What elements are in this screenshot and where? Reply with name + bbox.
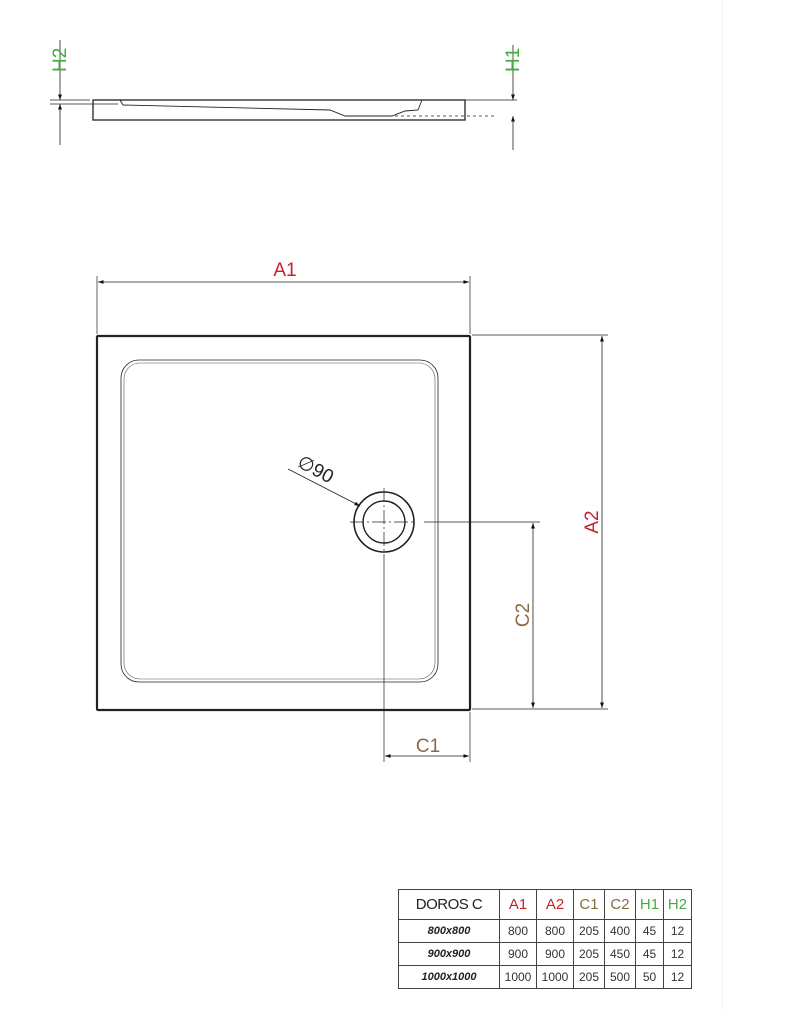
cell-a2: 1000	[536, 965, 574, 989]
header-h2: H2	[663, 889, 692, 920]
label-a2: A2	[582, 510, 603, 533]
cell-c2: 450	[604, 942, 636, 966]
cell-c2: 500	[604, 965, 636, 989]
cell-h2: 12	[663, 919, 692, 943]
label-c1: C1	[416, 736, 440, 757]
tray-slope	[119, 99, 423, 117]
tray-profile	[92, 99, 466, 121]
tray-outline	[95, 334, 472, 712]
header-c1: C1	[573, 889, 605, 920]
header-h1: H1	[635, 889, 664, 920]
table-row: 1000x1000 1000 1000 205 500 50 12	[398, 965, 692, 989]
table-header-row: DOROS C A1 A2 C1 C2 H1 H2	[398, 889, 692, 920]
cell-a1: 800	[499, 919, 537, 943]
cell-c1: 205	[573, 919, 605, 943]
side-view	[50, 40, 517, 150]
page-edge-line	[722, 0, 723, 1010]
tray-basin-inner	[123, 362, 436, 680]
cell-h1: 45	[635, 942, 664, 966]
header-a2: A2	[536, 889, 574, 920]
cell-a2: 900	[536, 942, 574, 966]
label-c2: C2	[513, 603, 534, 627]
header-c2: C2	[604, 889, 636, 920]
cell-h1: 50	[635, 965, 664, 989]
cell-c2: 400	[604, 919, 636, 943]
row-size: 900x900	[398, 942, 500, 966]
row-size: 1000x1000	[398, 965, 500, 989]
drain-leader	[287, 468, 361, 507]
table-title: DOROS C	[398, 889, 500, 920]
cell-h2: 12	[663, 942, 692, 966]
top-view	[95, 276, 608, 762]
table-row: 900x900 900 900 205 450 45 12	[398, 942, 692, 966]
row-size: 800x800	[398, 919, 500, 943]
header-a1: A1	[499, 889, 537, 920]
table-row: 800x800 800 800 205 400 45 12	[398, 919, 692, 943]
cell-c1: 205	[573, 942, 605, 966]
label-h2: H2	[50, 48, 71, 72]
cell-a1: 900	[499, 942, 537, 966]
label-a1: A1	[273, 260, 296, 281]
label-h1: H1	[503, 48, 524, 72]
cell-c1: 205	[573, 965, 605, 989]
tray-basin-outer	[120, 359, 439, 683]
cell-h2: 12	[663, 965, 692, 989]
cell-a1: 1000	[499, 965, 537, 989]
spec-table: DOROS C A1 A2 C1 C2 H1 H2 800x800 800 80…	[398, 889, 692, 989]
cell-h1: 45	[635, 919, 664, 943]
cell-a2: 800	[536, 919, 574, 943]
